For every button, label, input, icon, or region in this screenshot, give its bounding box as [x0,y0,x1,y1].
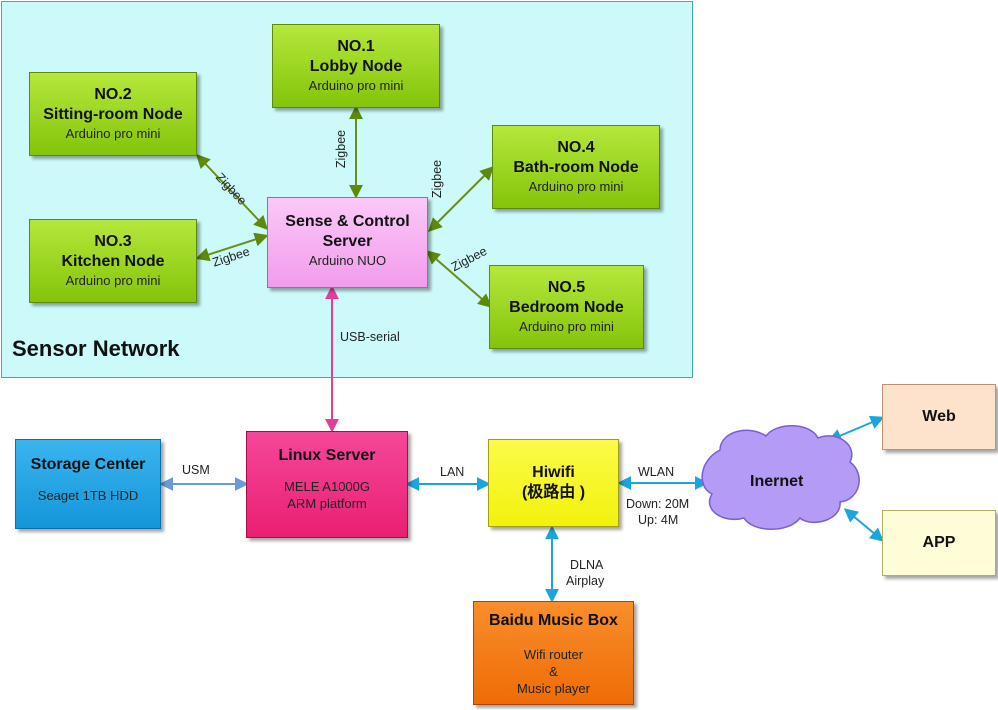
music-title: Baidu Music Box [489,612,618,629]
music-sub-3: Music player [517,681,590,696]
node-bedroom-number: NO.5 [547,279,586,296]
node-kitchen-name: Kitchen Node [61,253,165,270]
node-lobby-number: NO.1 [337,38,375,55]
up-speed-label: Up: 4M [638,513,679,527]
link-app [843,508,885,542]
zigbee-label-lobby: Zigbee [334,129,349,169]
hiwifi-subtitle: (极路由 ) [521,484,586,501]
linux-sub-2: ARM platform [287,496,367,511]
music-sub-1: Wifi router [523,647,584,662]
node-bath-number: NO.4 [557,139,595,156]
dlna-label: DLNA [570,558,604,572]
node-lobby-name: Lobby Node [309,58,403,75]
node-sitting-room: NO.2 Sitting-room Node Arduino pro mini [29,72,197,156]
link-sitting-server [196,153,268,231]
node-bedroom: NO.5 Bedroom Node Arduino pro mini [489,265,644,349]
node-bath-name: Bath-room Node [513,159,639,176]
node-sitting-name: Sitting-room Node [43,106,183,123]
wlan-label: WLAN [638,465,675,479]
link-kitchen-server [195,232,269,262]
storage-sub: Seaget 1TB HDD [37,488,139,503]
server-title-1: Sense & Control [285,213,410,230]
node-kitchen: NO.3 Kitchen Node Arduino pro mini [29,219,197,303]
node-bedroom-board: Arduino pro mini [519,319,614,334]
storage-center: Storage Center Seaget 1TB HDD [15,439,161,529]
down-speed-label: Down: 20M [626,497,690,511]
link-web [827,415,885,443]
node-bath-board: Arduino pro mini [528,179,624,194]
node-bedroom-name: Bedroom Node [509,299,624,316]
sensor-network-label: Sensor Network [12,336,180,361]
node-sitting-board: Arduino pro mini [65,126,161,141]
linux-server: Linux Server MELE A1000G ARM platform [246,431,408,538]
app-title: APP [922,534,956,551]
airplay-label: Airplay [566,574,605,588]
web-endpoint: Web [882,384,996,450]
music-sub-2: & [549,664,558,679]
internet-label: Inernet [750,473,804,490]
node-lobby: NO.1 Lobby Node Arduino pro mini [272,24,440,108]
linux-title: Linux Server [278,447,376,464]
usb-serial-label: USB-serial [340,330,400,344]
node-lobby-board: Arduino pro mini [308,78,404,93]
server-board: Arduino NUO [308,253,387,268]
node-kitchen-board: Arduino pro mini [65,273,161,288]
app-endpoint: APP [882,510,996,576]
storage-title: Storage Center [30,456,146,473]
node-kitchen-number: NO.3 [94,233,132,250]
usm-label: USM [182,463,210,477]
server-title-2: Server [322,233,373,250]
internet-cloud [701,425,860,530]
link-bath-server [428,166,494,232]
link-bedroom-server [425,250,493,308]
node-bath-room: NO.4 Bath-room Node Arduino pro mini [492,125,660,209]
web-title: Web [922,408,956,425]
lan-label: LAN [440,465,465,479]
sense-control-server: Sense & Control Server Arduino NUO [267,197,428,288]
hiwifi-title: Hiwifi [532,464,575,481]
hiwifi-router: Hiwifi (极路由 ) [488,439,619,527]
linux-sub-1: MELE A1000G [284,479,370,494]
baidu-music-box: Baidu Music Box Wifi router & Music play… [473,601,634,705]
node-sitting-number: NO.2 [94,86,132,103]
zigbee-label-bath: Zigbee [430,159,445,199]
